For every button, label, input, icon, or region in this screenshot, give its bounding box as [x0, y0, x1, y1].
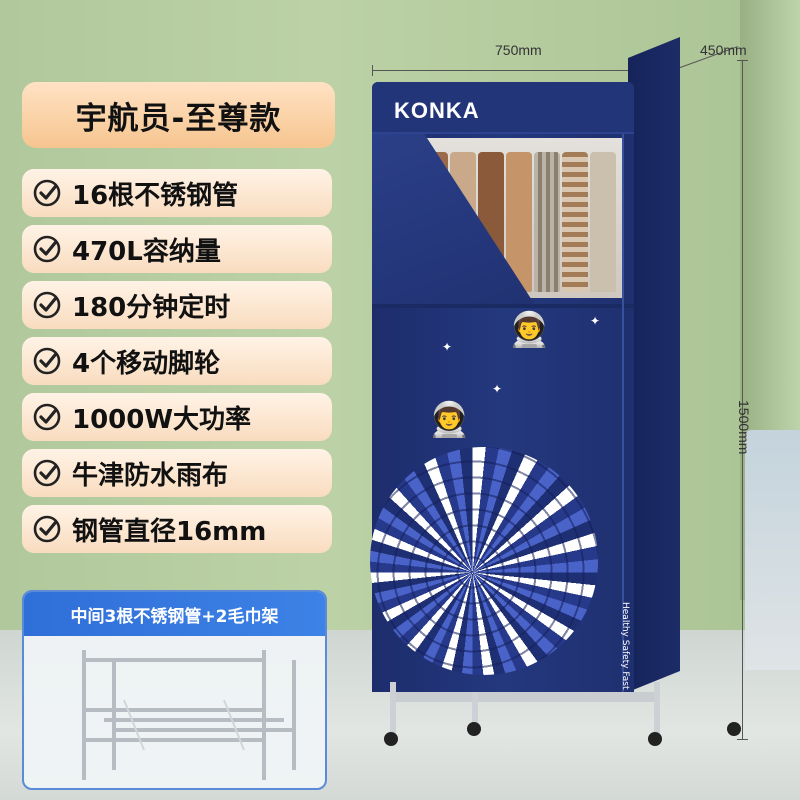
dryer-cover: KONKA ✦ ✦ ✦ 👨‍🚀 👨‍🚀 Healthy Safety Fast	[370, 82, 634, 692]
dryer-top-band: KONKA	[372, 82, 634, 134]
planet-graphic	[370, 447, 598, 675]
dryer-leg	[390, 682, 396, 742]
check-circle-icon	[33, 347, 61, 375]
hanging-shirt	[562, 152, 588, 292]
feature-text: 470L容纳量	[72, 236, 221, 267]
feature-item: 470L容纳量	[22, 225, 332, 273]
width-label: 750mm	[495, 42, 542, 58]
dryer-base-frame	[390, 692, 660, 702]
width-dimension-line	[372, 65, 672, 76]
feature-text: 4个移动脚轮	[72, 348, 221, 379]
astronaut-icon: 👨‍🚀	[508, 310, 551, 350]
dryer-zipper	[622, 134, 624, 692]
star-icon: ✦	[492, 382, 503, 396]
brand-logo: KONKA	[394, 98, 480, 123]
towel-rack-caption: 中间3根不锈钢管+2毛巾架	[24, 592, 325, 636]
caster-wheel-icon	[648, 732, 662, 746]
check-circle-icon	[33, 179, 61, 207]
feature-item: 钢管直径16mm	[22, 505, 332, 553]
height-dimension-line	[737, 60, 748, 740]
depth-label: 450mm	[700, 42, 747, 58]
caster-wheel-icon	[384, 732, 398, 746]
caster-wheel-icon	[727, 722, 741, 736]
dryer-leg	[472, 692, 478, 732]
side-badge-text: Healthy Safety Fast	[620, 602, 630, 690]
feature-item: 16根不锈钢管	[22, 169, 332, 217]
astronaut-sitting-icon: 👨‍🚀	[428, 400, 471, 440]
towel-rack-inset: 中间3根不锈钢管+2毛巾架	[22, 590, 327, 790]
feature-text: 钢管直径16mm	[72, 516, 267, 547]
feature-text: 牛津防水雨布	[72, 460, 229, 491]
height-label: 1500mm	[736, 400, 752, 455]
product-title: 宇航员-至尊款	[75, 100, 282, 137]
star-icon: ✦	[590, 314, 601, 328]
dryer-leg	[654, 682, 660, 742]
feature-item: 4个移动脚轮	[22, 337, 332, 385]
check-circle-icon	[33, 403, 61, 431]
feature-item: 1000W大功率	[22, 393, 332, 441]
background-bed	[745, 430, 800, 670]
feature-text: 1000W大功率	[72, 404, 252, 435]
check-circle-icon	[33, 459, 61, 487]
feature-text: 16根不锈钢管	[72, 180, 239, 211]
feature-item: 180分钟定时	[22, 281, 332, 329]
feature-item: 牛津防水雨布	[22, 449, 332, 497]
star-icon: ✦	[442, 340, 453, 354]
dryer-flap-edge	[372, 304, 634, 308]
hanging-shirt	[590, 152, 616, 292]
caster-wheel-icon	[467, 722, 481, 736]
feature-text: 180分钟定时	[72, 292, 231, 323]
check-circle-icon	[33, 291, 61, 319]
dryer-side-panel	[628, 36, 680, 692]
hanging-shirt	[534, 152, 560, 292]
check-circle-icon	[33, 515, 61, 543]
clothes-dryer-product: KONKA ✦ ✦ ✦ 👨‍🚀 👨‍🚀 Healthy Safety Fast	[370, 36, 741, 746]
towel-rack-illustration	[82, 650, 296, 780]
product-title-banner: 宇航员-至尊款	[22, 82, 335, 148]
check-circle-icon	[33, 235, 61, 263]
